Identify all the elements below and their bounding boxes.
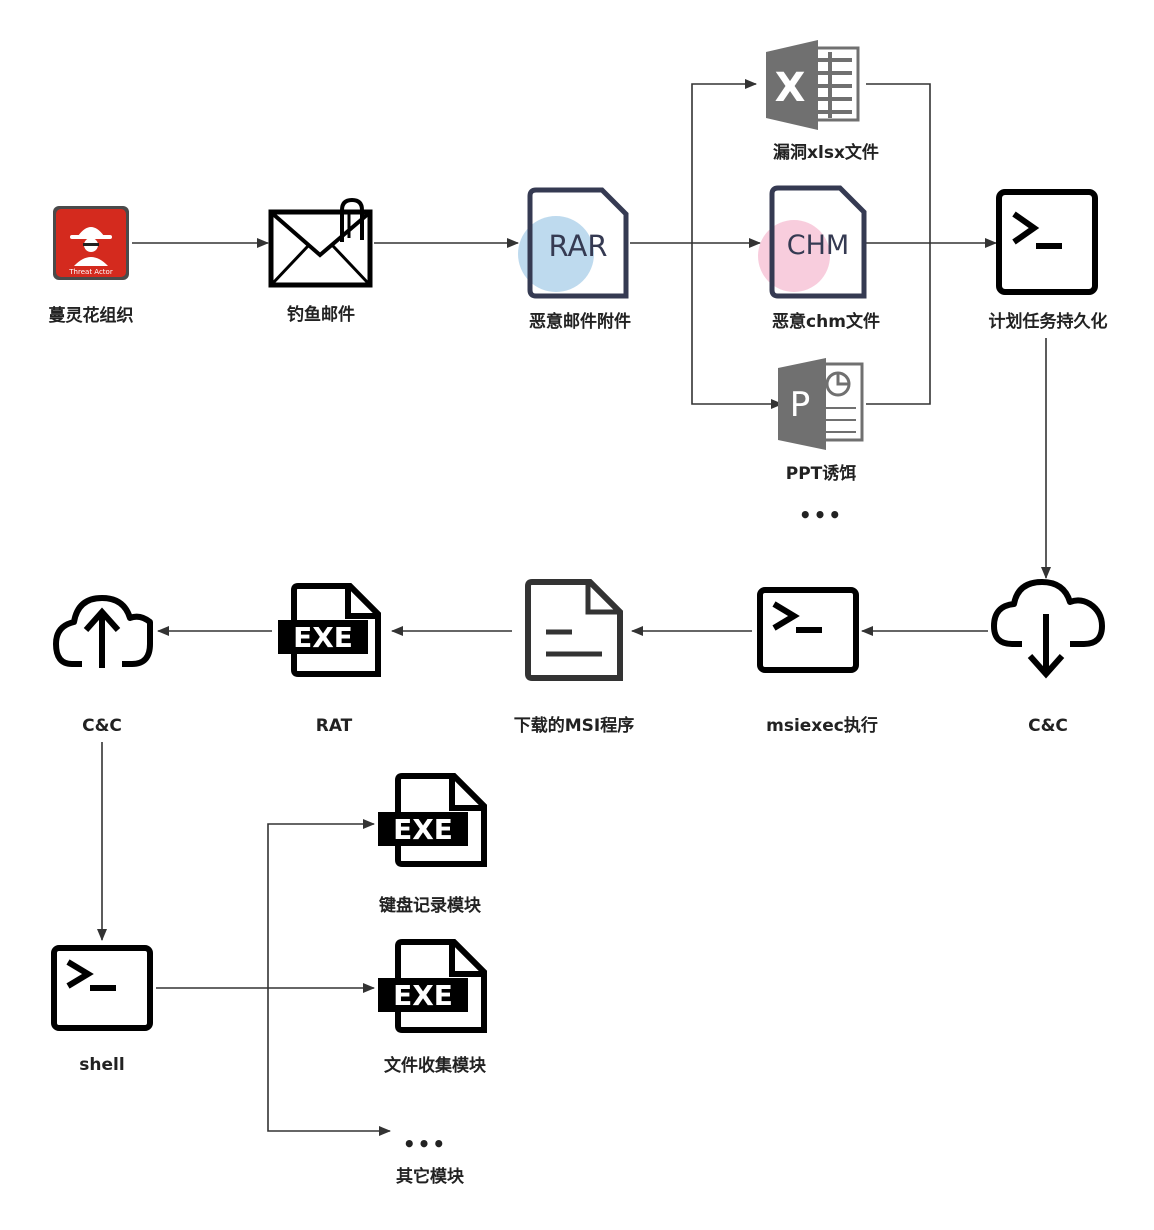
powerpoint-icon: P <box>778 358 864 450</box>
edge-branch-to-other <box>267 988 391 1136</box>
rar-icon-text: RAR <box>549 229 608 263</box>
exe-file-icon: EXE <box>278 583 381 677</box>
edge-branch-to-xlsx <box>691 79 757 243</box>
ellipsis-other-modules: ••• <box>402 1132 448 1156</box>
label-chm-file: 恶意chm文件 <box>772 312 880 332</box>
label-keylogger: 键盘记录模块 <box>379 896 481 916</box>
label-ppt-bait: PPT诱饵 <box>785 464 857 484</box>
label-scheduled-task: 计划任务持久化 <box>988 312 1108 332</box>
label-malicious-attachment: 恶意邮件附件 <box>529 312 631 332</box>
rar-file-icon: RAR <box>518 187 629 299</box>
label-threat-actor: 蔓灵花组织 <box>48 306 134 326</box>
excel-icon-letter: X <box>775 65 806 111</box>
edge-branch-to-keylogger <box>267 819 375 988</box>
label-rat: RAT <box>315 716 353 736</box>
terminal-icon <box>996 189 1098 295</box>
terminal-icon <box>51 945 153 1031</box>
document-icon <box>525 579 623 681</box>
label-phishing-mail: 钓鱼邮件 <box>287 305 355 325</box>
edge-xlsx-to-merge <box>866 83 931 243</box>
cloud-upload-icon <box>53 595 154 668</box>
label-other-modules: 其它模块 <box>396 1167 464 1187</box>
envelope-icon <box>268 197 373 288</box>
excel-icon: X <box>766 40 860 130</box>
terminal-icon <box>757 587 859 673</box>
exe-file-icon: EXE <box>378 939 487 1033</box>
edge-ppt-to-merge <box>866 243 931 405</box>
label-cnc-download: C&C <box>1028 716 1068 736</box>
label-cnc-upload: C&C <box>82 716 122 736</box>
edges <box>97 79 1051 1136</box>
chm-file-icon: CHM <box>758 185 867 299</box>
chm-icon-text: CHM <box>787 230 849 261</box>
exe-icon-text: EXE <box>293 621 353 654</box>
powerpoint-icon-letter: P <box>790 385 811 425</box>
exe-icon-text: EXE <box>393 813 453 846</box>
threat-actor-icon: Threat Actor <box>53 206 129 280</box>
label-shell: shell <box>79 1055 125 1075</box>
edge-branch-to-ppt <box>691 243 783 409</box>
label-msiexec: msiexec执行 <box>766 716 878 736</box>
label-file-collector: 文件收集模块 <box>384 1056 486 1076</box>
cloud-download-icon <box>991 579 1105 679</box>
label-xlsx-file: 漏洞xlsx文件 <box>773 143 879 163</box>
ellipsis-more-baits: ••• <box>798 503 844 527</box>
threat-actor-badge-text: Threat Actor <box>68 268 113 276</box>
label-msi-program: 下载的MSI程序 <box>513 716 635 736</box>
exe-icon-text: EXE <box>393 979 453 1012</box>
exe-file-icon: EXE <box>378 773 487 867</box>
